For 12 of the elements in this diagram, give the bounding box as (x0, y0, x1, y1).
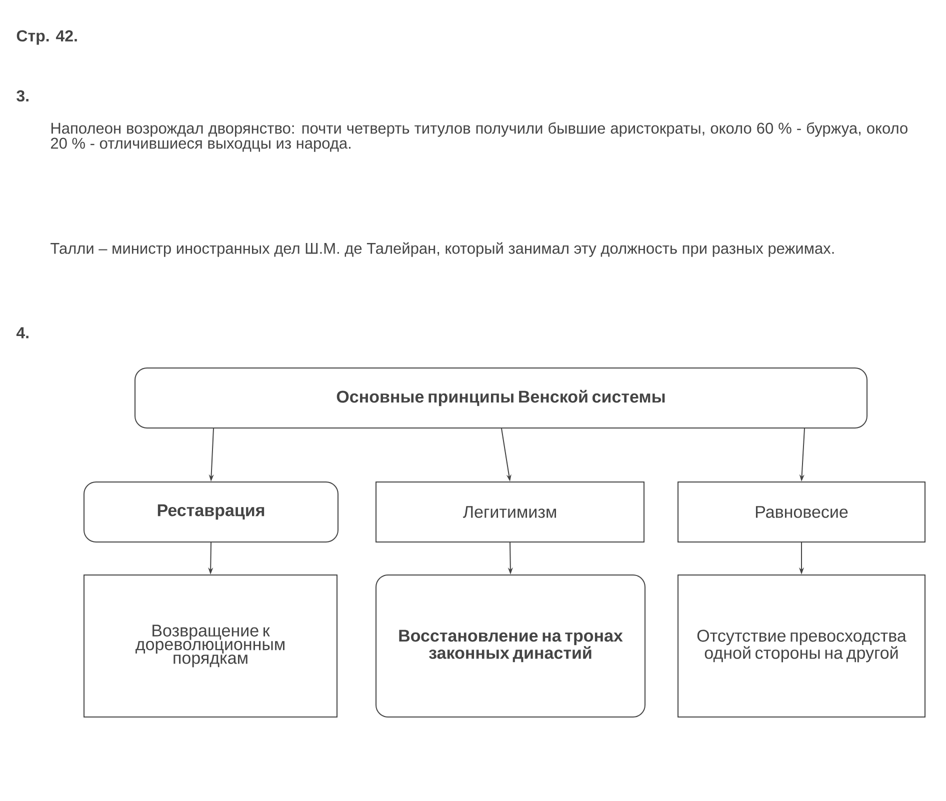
title-box: Основные принципы Венской системы (134, 368, 868, 428)
description-box: Восстановление на тронах законных династий (376, 574, 646, 718)
item-number: 3. (16, 90, 28, 102)
item-number: 4. (16, 327, 28, 338)
paragraph: Талли – министр иностранных дел Ш.М. де Талейран, который занимал эту должность при разных режимах. (50, 242, 834, 257)
heading: Стр. 42. (16, 30, 77, 45)
description-box: Возвращение к дореволюционным порядкам (84, 574, 338, 718)
principle-box: Легитимизм (376, 482, 644, 542)
principle-box: Реставрация (84, 482, 338, 542)
paragraph: Наполеон возрождал дворянство: почти четверть титулов получили бывшие аристократы, около 60 % - буржуа, около 20 % - отличившиеся выходцы из народа. (51, 122, 908, 152)
description-box: Отсутствие превосходства одной стороны на другой (678, 574, 926, 718)
principle-box: Равновесие (678, 482, 926, 542)
